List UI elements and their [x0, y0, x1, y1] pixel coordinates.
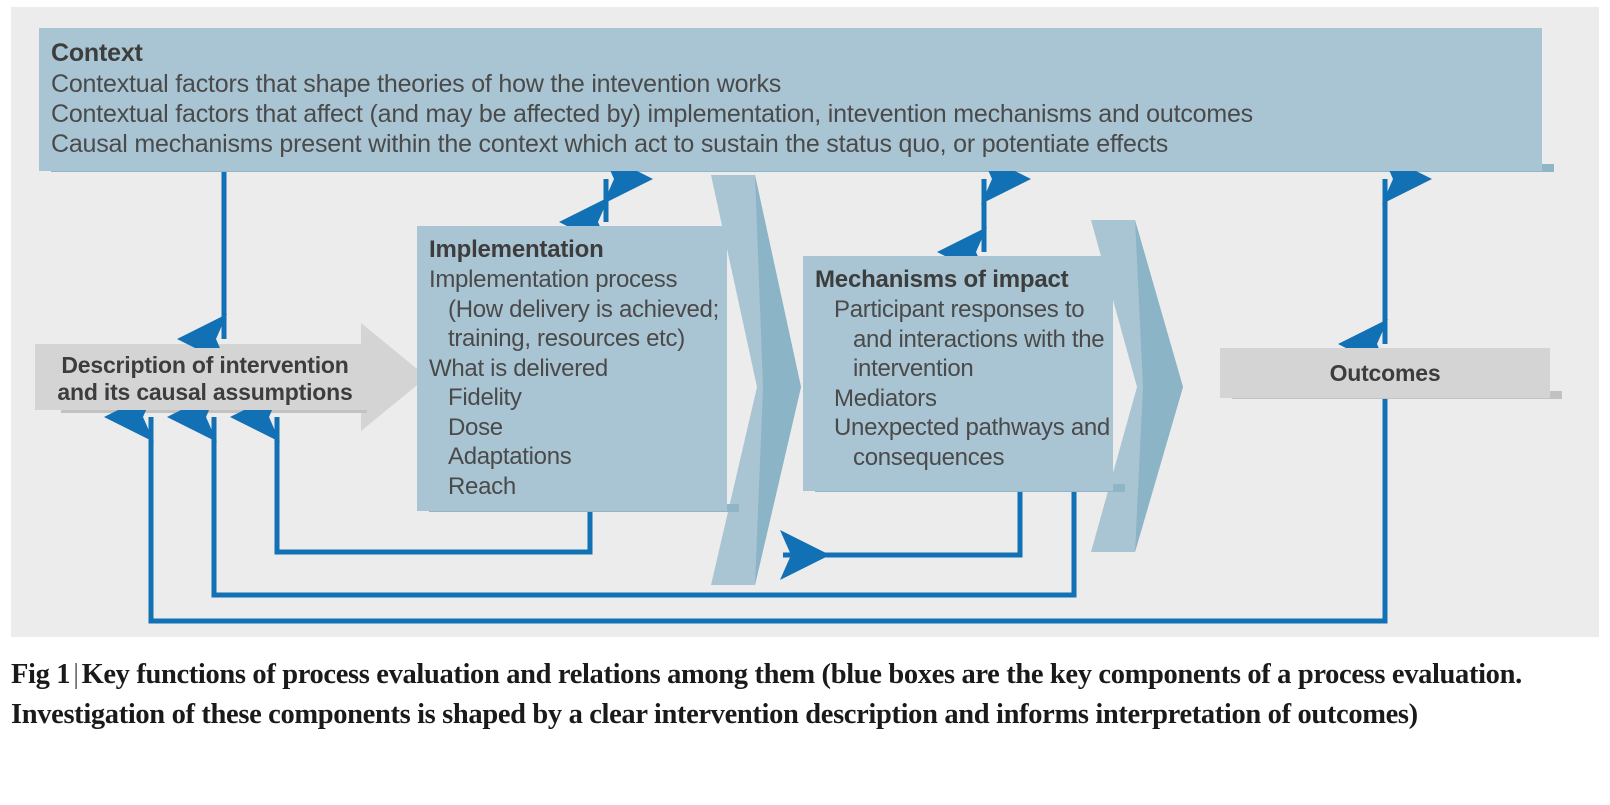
mechanisms-line-3: Unexpected pathways and consequences: [834, 414, 1110, 471]
mechanisms-box: Mechanisms of impact Participant respons…: [803, 256, 1113, 491]
context-line-1: Contextual factors that shape theories o…: [51, 70, 782, 98]
implementation-line-6: Reach: [448, 472, 516, 500]
blue-chevron-implementation-to-mechanisms: [711, 175, 801, 585]
caption-separator: |: [73, 659, 79, 690]
implementation-line-4: Dose: [448, 413, 503, 441]
feedback-mechanisms-to-description: [167, 392, 1077, 598]
context-box: Context Contextual factors that shape th…: [39, 28, 1542, 171]
description-box: Description of intervention and its caus…: [35, 348, 375, 410]
caption-figure-number: Fig 1: [11, 659, 71, 690]
mechanisms-line-1: Participant responses to and interaction…: [834, 296, 1105, 382]
description-line-2: and its causal assumptions: [57, 379, 353, 405]
figure-caption: Fig 1|Key functions of process evaluatio…: [11, 655, 1599, 735]
mechanisms-line-2: Mediators: [834, 384, 937, 412]
implementation-title: Implementation: [429, 236, 604, 263]
blue-chevron-mechanisms-to-outcomes: [1091, 220, 1183, 552]
caption-text: Key functions of process evaluation and …: [11, 659, 1522, 730]
description-text: Description of intervention and its caus…: [57, 352, 352, 406]
context-line-2: Contextual factors that affect (and may …: [51, 100, 1253, 128]
implementation-box: Implementation Implementation process (H…: [417, 226, 727, 511]
outcomes-box: Outcomes: [1220, 348, 1550, 398]
mechanisms-title: Mechanisms of impact: [815, 266, 1069, 293]
context-title: Context: [51, 39, 143, 67]
implementation-line-2: What is delivered: [429, 354, 608, 382]
implementation-line-3: Fidelity: [448, 384, 522, 411]
figure-panel: Context Contextual factors that shape th…: [11, 7, 1599, 637]
implementation-line-1: Implementation process (How delivery is …: [429, 266, 719, 352]
description-line-1: Description of intervention: [61, 352, 349, 378]
feedback-outcomes-to-description: [104, 392, 1388, 624]
feedback-implementation-to-description: [230, 392, 593, 555]
feedback-mechanisms-to-implementation: [779, 492, 1023, 580]
outcomes-label: Outcomes: [1329, 359, 1441, 386]
implementation-line-5: Adaptations: [448, 443, 572, 470]
context-line-3: Causal mechanisms present within the con…: [51, 130, 1169, 158]
